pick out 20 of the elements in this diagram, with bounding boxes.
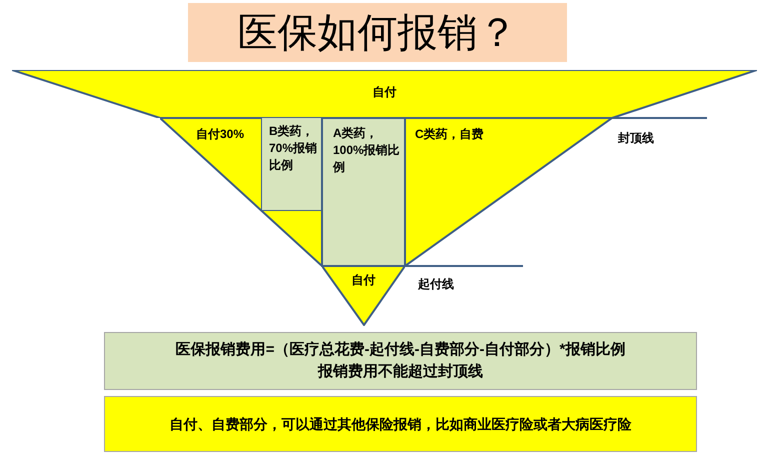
funnel-section (321, 117, 406, 267)
region-label: 自付 (372, 84, 398, 101)
line-label: 起付线 (418, 276, 454, 293)
region-label: 自付 (350, 272, 376, 289)
panel-text: 自付、自费部分，可以通过其他保险报销，比如商业医疗险或者大病医疗险 (170, 415, 632, 434)
region-label: 自付30% (196, 126, 246, 143)
funnel-section (262, 118, 322, 210)
region-label: B类药，70%报销比例 (269, 123, 318, 174)
panel-text: 报销费用不能超过封顶线 (318, 362, 483, 382)
note-panel (104, 396, 697, 452)
funnel-band (12, 70, 757, 118)
title: 医保如何报销？ (188, 3, 567, 62)
funnel-section (160, 118, 322, 266)
formula-panel (104, 332, 697, 390)
line-label: 封顶线 (618, 130, 654, 147)
region-label: C类药，自费 (415, 126, 485, 143)
funnel-section (405, 118, 613, 266)
panel-text: 医保报销费用=（医疗总花费-起付线-自费部分-自付部分）*报销比例 (176, 340, 626, 360)
funnel-tip (322, 266, 405, 326)
region-label: A类药，100%报销比例 (333, 125, 401, 176)
